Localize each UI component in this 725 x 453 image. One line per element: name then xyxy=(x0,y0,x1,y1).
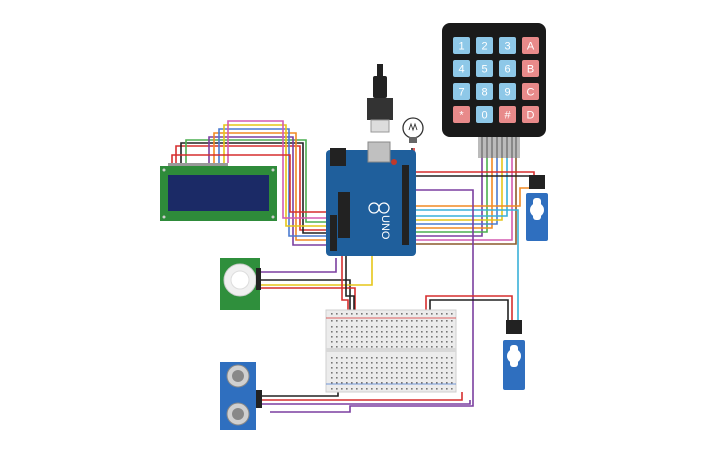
breadboard xyxy=(325,309,457,393)
lcd-pin-row xyxy=(168,163,228,166)
wire-lcd-4 xyxy=(208,136,330,246)
wire-key-1 xyxy=(410,142,483,237)
keypad-key-label: 3 xyxy=(504,41,510,53)
pir-sensor xyxy=(220,258,261,310)
barrel-jack xyxy=(330,148,346,166)
wire-power-5v xyxy=(341,256,349,312)
wire-key-5 xyxy=(410,142,503,221)
keypad-key-label: 0 xyxy=(481,110,487,122)
wire-key-3 xyxy=(410,142,493,229)
wire-lcd-5 xyxy=(213,132,330,241)
keypad-key-label: 1 xyxy=(458,41,464,53)
wire-us-red xyxy=(262,392,463,401)
keypad-key xyxy=(476,60,493,77)
keypad-key xyxy=(522,60,539,77)
breadboard-holes xyxy=(331,313,453,390)
lcd-display xyxy=(160,163,277,221)
keypad-key-label: 9 xyxy=(504,87,510,99)
wire-lcd-6 xyxy=(218,128,330,237)
wire-pir-2 xyxy=(256,279,351,310)
wire-power-gnd xyxy=(345,256,355,312)
wire-us-purple xyxy=(262,400,471,405)
keypad-key-label: * xyxy=(459,110,464,122)
keypad-key xyxy=(522,106,539,123)
keypad-key-label: C xyxy=(527,87,535,99)
wire-pir-4 xyxy=(256,287,356,310)
keypad-key xyxy=(499,106,516,123)
keypad-key-label: B xyxy=(527,64,534,76)
usb-port xyxy=(367,141,391,163)
keypad-key xyxy=(522,83,539,100)
keypad-keys: 1 2 3 A 4 5 6 B 7 8 9 C * 0 # D xyxy=(453,37,539,123)
wire-lcd-8 xyxy=(227,120,330,219)
keypad-key-label: D xyxy=(527,110,535,122)
keypad-key xyxy=(453,37,470,54)
keypad-key xyxy=(476,106,493,123)
reset-button xyxy=(391,159,397,165)
keypad-key-label: # xyxy=(504,110,511,122)
keypad-key xyxy=(522,37,539,54)
wire-servo1-black xyxy=(404,175,539,183)
wire-servo2-black xyxy=(429,299,509,325)
keypad-key-label: 4 xyxy=(458,64,464,76)
wire-pir-1 xyxy=(256,258,337,273)
wire-lcd-power xyxy=(171,154,330,213)
keypad-ribbon-pins xyxy=(481,136,517,158)
keypad-key-label: 6 xyxy=(504,64,510,76)
analog-header xyxy=(330,215,337,251)
light-bulb xyxy=(402,117,424,143)
wire-lcd-2 xyxy=(180,142,330,234)
chip xyxy=(338,192,350,238)
keypad: 1 2 3 A 4 5 6 B 7 8 9 C * 0 # D xyxy=(442,23,546,158)
arduino-brand-label: UNO xyxy=(379,215,391,240)
keypad-key xyxy=(499,60,516,77)
wire-key-7 xyxy=(410,142,513,241)
keypad-key xyxy=(476,37,493,54)
wire-lcd-1 xyxy=(175,145,330,231)
wire-key-2 xyxy=(410,142,488,233)
keypad-key xyxy=(453,60,470,77)
wire-purple-long xyxy=(270,189,474,413)
wire-servo2-signal xyxy=(404,209,519,325)
digital-header xyxy=(402,165,409,245)
keypad-key xyxy=(499,83,516,100)
power-jack xyxy=(367,64,393,133)
servo-motor-top xyxy=(526,175,548,241)
servo-motor-bottom xyxy=(503,320,525,390)
keypad-key xyxy=(499,37,516,54)
wire-key-4 xyxy=(410,142,498,225)
lcd-screen xyxy=(168,175,269,211)
keypad-key-label: 2 xyxy=(481,41,487,53)
wire-servo2-red xyxy=(425,295,513,325)
wire-lcd-7 xyxy=(223,124,330,227)
ultrasonic-sensor xyxy=(220,362,262,430)
keypad-key xyxy=(476,83,493,100)
keypad-ribbon xyxy=(478,136,520,158)
keypad-key-label: 5 xyxy=(481,64,487,76)
keypad-key xyxy=(453,83,470,100)
wire-lcd-3 xyxy=(185,139,330,223)
keypad-key-label: A xyxy=(527,41,535,53)
arduino-uno: UNO xyxy=(326,141,416,256)
keypad-key-label: 8 xyxy=(481,87,487,99)
wire-us-black xyxy=(262,392,339,397)
wire-servo1-red xyxy=(404,171,535,183)
keypad-key xyxy=(453,106,470,123)
wire-key-6 xyxy=(410,142,508,217)
wire-pir-3 xyxy=(256,256,373,286)
keypad-key-label: 7 xyxy=(458,87,464,99)
